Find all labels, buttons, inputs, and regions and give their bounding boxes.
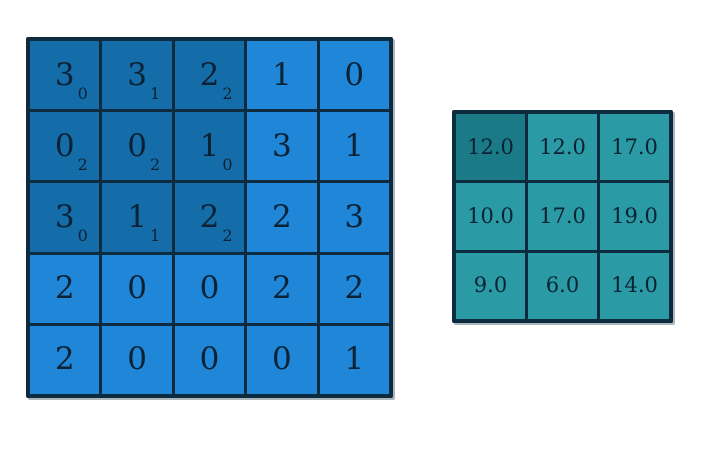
input-cell-kernel-subscript: 2	[222, 83, 233, 103]
input-cell-r3-c0: 2	[30, 254, 100, 323]
input-cell-value: 0	[199, 341, 220, 378]
input-cell-value: 0	[199, 270, 220, 307]
input-cell-r4-c0: 2	[30, 325, 100, 394]
input-cell-r3-c4: 2	[319, 254, 389, 323]
input-cell-r0-c3: 1	[247, 41, 317, 110]
input-cell-r1-c3: 3	[247, 112, 317, 181]
input-cell-value: 1	[344, 341, 365, 378]
input-cell-value: 2	[272, 270, 292, 307]
output-cell-r1-c0: 10.0	[456, 183, 525, 250]
input-cell-r3-c3: 2	[247, 254, 317, 323]
output-cell-r2-c2: 14.0	[600, 252, 669, 319]
output-cell-r1-c1: 17.0	[528, 183, 597, 250]
output-cell-value: 17.0	[539, 203, 586, 228]
input-cell-r4-c3: 0	[247, 325, 317, 394]
input-cell-value: 3	[344, 198, 365, 235]
input-cell-value: 2	[54, 341, 75, 378]
output-cell-r1-c2: 19.0	[600, 183, 669, 250]
output-cell-r0-c1: 12.0	[528, 114, 597, 181]
output-cell-value: 17.0	[611, 134, 658, 159]
input-cell-r3-c2: 0	[174, 254, 245, 323]
input-cell-kernel-subscript: 2	[149, 154, 161, 174]
input-cell-value: 2	[54, 270, 75, 307]
input-cell-value: 3	[272, 127, 292, 164]
input-cell-value: 1	[272, 56, 292, 93]
input-cell-kernel-subscript: 0	[77, 225, 88, 245]
output-cell-r0-c2: 17.0	[600, 114, 669, 181]
input-cell-r1-c4: 1	[319, 112, 389, 181]
output-cell-value: 10.0	[467, 203, 514, 228]
output-cell-r0-c0: 12.0	[456, 114, 525, 181]
output-cell-r2-c1: 6.0	[528, 252, 597, 319]
input-cell-r0-c4: 0	[319, 41, 389, 110]
input-cell-r3-c1: 0	[102, 254, 172, 323]
input-cell-r4-c2: 0	[174, 325, 245, 394]
input-cell-kernel-subscript: 1	[149, 225, 161, 245]
input-cell-r2-c3: 2	[247, 183, 317, 252]
output-feature-map-grid: 12.0 12.0 17.0 10.0 17.0 19.0 9.0 6.0 14.0	[452, 110, 673, 323]
input-cell-kernel-subscript: 2	[222, 225, 233, 245]
output-cell-value: 12.0	[539, 134, 586, 159]
input-cell-value: 1	[344, 127, 365, 164]
input-cell-r2-c4: 3	[319, 183, 389, 252]
input-cell-kernel-subscript: 0	[77, 83, 88, 103]
input-cell-value: 0	[344, 56, 365, 93]
output-cell-value: 6.0	[545, 273, 580, 298]
input-cell-kernel-subscript: 2	[77, 154, 88, 174]
input-cell-kernel-subscript: 1	[149, 83, 161, 103]
input-cell-value: 2	[272, 198, 292, 235]
output-cell-value: 12.0	[467, 134, 514, 159]
output-cell-value: 14.0	[611, 273, 658, 298]
input-cell-value: 0	[127, 341, 147, 378]
input-cell-value: 2	[344, 270, 365, 307]
input-cell-r4-c4: 1	[319, 325, 389, 394]
input-cell-value: 0	[127, 270, 147, 307]
input-cell-kernel-subscript: 0	[222, 154, 233, 174]
output-cell-r2-c0: 9.0	[456, 252, 525, 319]
input-cell-value: 0	[272, 341, 292, 378]
output-cell-value: 9.0	[473, 273, 508, 298]
input-cell-r4-c1: 0	[102, 325, 172, 394]
output-cell-value: 19.0	[611, 203, 658, 228]
